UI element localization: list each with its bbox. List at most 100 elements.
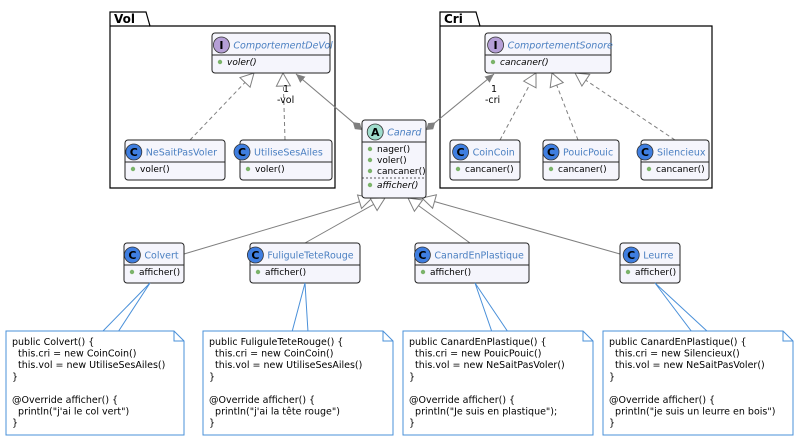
note-code-line: }	[209, 418, 215, 429]
note-box	[602, 330, 794, 436]
class-member: cancaner()	[500, 58, 549, 68]
class-member: voler()	[140, 165, 170, 175]
class-badge-icon	[125, 143, 143, 161]
note-code-line: }	[12, 418, 18, 429]
public-member-icon	[129, 269, 135, 275]
stereotype-letter: C	[457, 146, 465, 159]
class-member-abstract: afficher()	[377, 181, 418, 191]
note-connector	[291, 282, 309, 333]
class-member: afficher()	[635, 268, 676, 278]
note-box	[402, 330, 594, 436]
stereotype-letter: I	[219, 39, 223, 52]
note-code-line: println("j'ai la tête rouge")	[209, 407, 340, 418]
class-name: FuliguleTeteRouge	[267, 251, 353, 262]
stereotype-letter: C	[641, 146, 649, 159]
code-note: public Colvert() { this.cri = new CoinCo…	[5, 330, 185, 436]
note-fold-icon	[582, 331, 593, 342]
class-name: CoinCoin	[473, 148, 515, 159]
class-member: voler()	[377, 156, 407, 166]
note-code-line: this.vol = new UtiliseSesAiles()	[209, 360, 362, 371]
stereotype-letter: C	[238, 146, 246, 159]
class-member: afficher()	[139, 268, 180, 278]
role-label: -cri	[485, 95, 500, 106]
stereotype-letter: C	[130, 146, 138, 159]
note-code-line: }	[609, 372, 615, 383]
package-label: Cri	[444, 12, 463, 26]
class-pouic-pouic[interactable]: C PouicPouic cancaner()	[542, 139, 620, 181]
class-badge-icon	[246, 246, 264, 264]
class-member: cancaner()	[558, 165, 607, 175]
class-box	[414, 242, 530, 284]
code-note: public CanardEnPlastique() { this.cri = …	[602, 330, 794, 436]
note-code-line: @Override afficher() {	[12, 395, 118, 406]
note-code-line: println("Je suis en plastique");	[409, 407, 557, 418]
class-name: PouicPouic	[563, 148, 613, 159]
class-badge-icon	[413, 246, 431, 264]
note-fold-icon	[782, 331, 793, 342]
class-member: cancaner()	[465, 165, 514, 175]
public-member-icon	[490, 59, 496, 65]
stereotype-letter: I	[494, 39, 498, 52]
multiplicity-label: 1	[283, 84, 289, 95]
note-fold-icon	[173, 331, 184, 342]
note-box	[5, 330, 185, 436]
generalization-arrow	[183, 194, 374, 255]
class-name: NeSaitPasVoler	[146, 148, 217, 159]
class-badge-icon	[542, 143, 560, 161]
public-member-icon	[548, 166, 554, 172]
note-code-line: this.vol = new NeSaitPasVoler()	[409, 360, 565, 371]
stereotype-letter: C	[547, 146, 555, 159]
public-member-icon	[245, 166, 251, 172]
code-note: public CanardEnPlastique() { this.cri = …	[402, 330, 594, 436]
public-member-icon	[625, 269, 631, 275]
generalization-arrow	[304, 197, 386, 244]
realization-arrow	[574, 72, 676, 141]
note-code-line: public Colvert() {	[12, 337, 94, 348]
public-member-icon	[367, 146, 373, 152]
public-member-icon	[217, 59, 223, 65]
stereotype-letter: C	[627, 249, 635, 262]
note-code-line: println("j'ai le col vert")	[12, 407, 129, 418]
note-code-line: this.cri = new CoinCoin()	[209, 349, 333, 360]
public-member-icon	[255, 269, 261, 275]
note-code-line: @Override afficher() {	[609, 395, 715, 406]
class-box	[484, 32, 612, 74]
generalization-arrow	[420, 194, 621, 255]
public-member-icon	[367, 168, 373, 174]
realization-arrow	[499, 72, 537, 141]
note-code-line: }	[12, 372, 18, 383]
class-name: UtiliseSesAiles	[254, 148, 323, 159]
class-badge-icon	[452, 143, 470, 161]
note-code-line: public CanardEnPlastique() {	[409, 337, 547, 348]
class-colvert[interactable]: C Colvert afficher()	[123, 242, 185, 284]
public-member-icon	[420, 269, 426, 275]
class-ne-sait-pas-voler[interactable]: C NeSaitPasVoler voler()	[124, 139, 226, 181]
generalization-arrow	[407, 197, 471, 244]
class-comportement-sonore[interactable]: I ComportementSonore cancaner()	[484, 32, 613, 74]
note-code-line: public FuliguleTeteRouge() {	[209, 337, 343, 348]
class-name: Colvert	[144, 251, 178, 262]
note-connector	[474, 282, 509, 333]
class-member: nager()	[377, 145, 410, 155]
stereotype-letter: C	[128, 249, 136, 262]
note-code-line: this.cri = new CoinCoin()	[12, 349, 136, 360]
class-coin-coin[interactable]: C CoinCoin cancaner()	[449, 139, 521, 181]
stereotype-letter: A	[371, 126, 380, 139]
note-box	[202, 330, 394, 436]
interface-badge-icon	[212, 36, 230, 54]
class-badge-icon	[123, 246, 141, 264]
note-code-line: @Override afficher() {	[209, 395, 315, 406]
class-box	[542, 139, 620, 181]
public-member-icon	[646, 166, 652, 172]
class-name: ComportementSonore	[508, 41, 613, 52]
class-member: cancaner()	[656, 165, 705, 175]
